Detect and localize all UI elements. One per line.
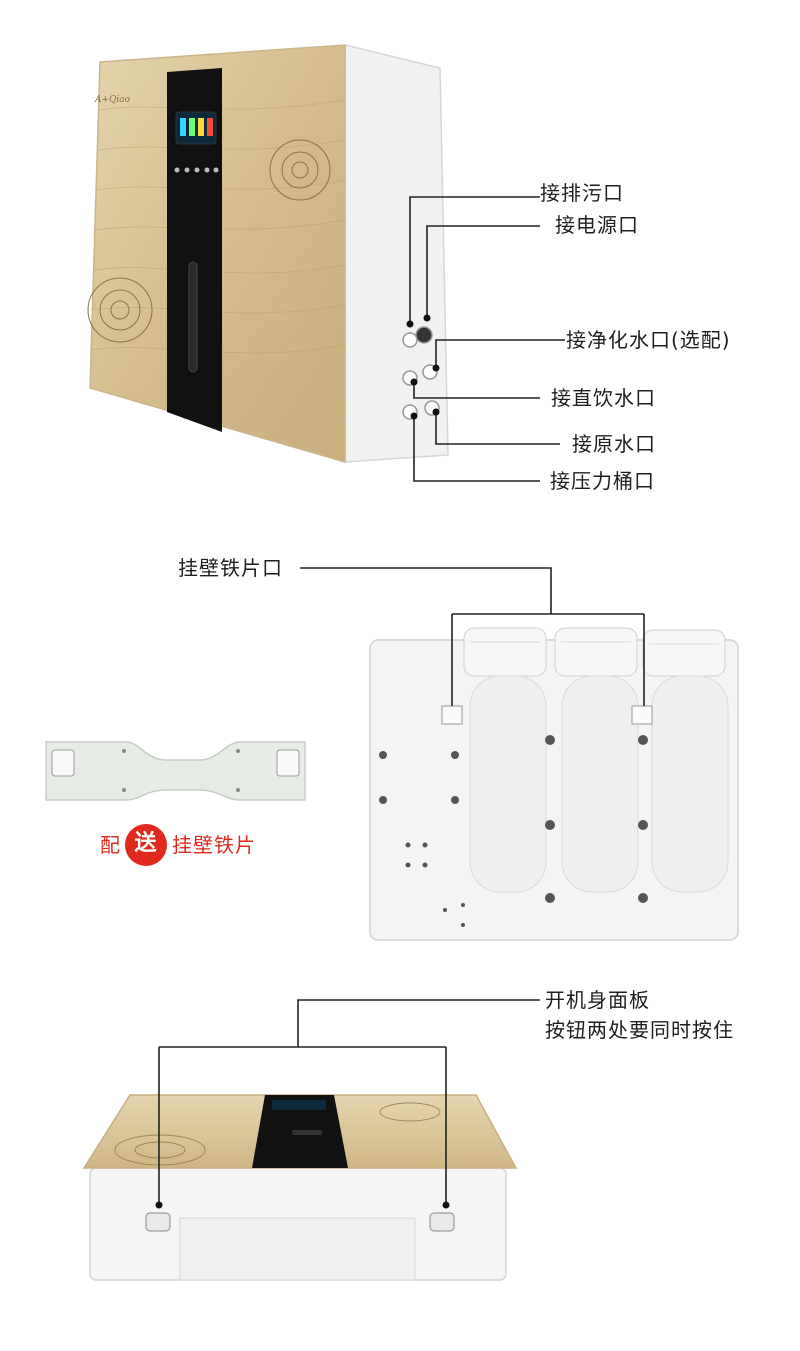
gift-suffix: 挂壁铁片 [172,833,256,857]
label-tank-port: 接压力桶口 [550,469,655,493]
right-panel-button[interactable] [429,1212,455,1232]
left-panel-button[interactable] [145,1212,171,1232]
flower-pattern [87,139,331,343]
label-wall-slot: 挂壁铁片口 [178,556,283,580]
filter-caps [463,627,726,677]
wall-bracket [45,741,306,801]
gift-badge: 送 [134,831,158,856]
label-drain-port: 接排污口 [540,181,624,205]
label-purified-port: 接净化水口(选配) [566,328,731,352]
label-panel-line1: 开机身面板 [545,988,650,1012]
gift-prefix: 配 [100,833,121,857]
label-raw-water-port: 接原水口 [572,432,656,456]
label-panel-line2: 按钮两处要同时按住 [545,1018,734,1042]
label-power-port: 接电源口 [555,213,639,237]
brand-logo: A+Qiao [94,95,131,105]
purifier-front-illustration: A+Qiao [87,44,565,482]
label-direct-drink-port: 接直饮水口 [551,386,656,410]
